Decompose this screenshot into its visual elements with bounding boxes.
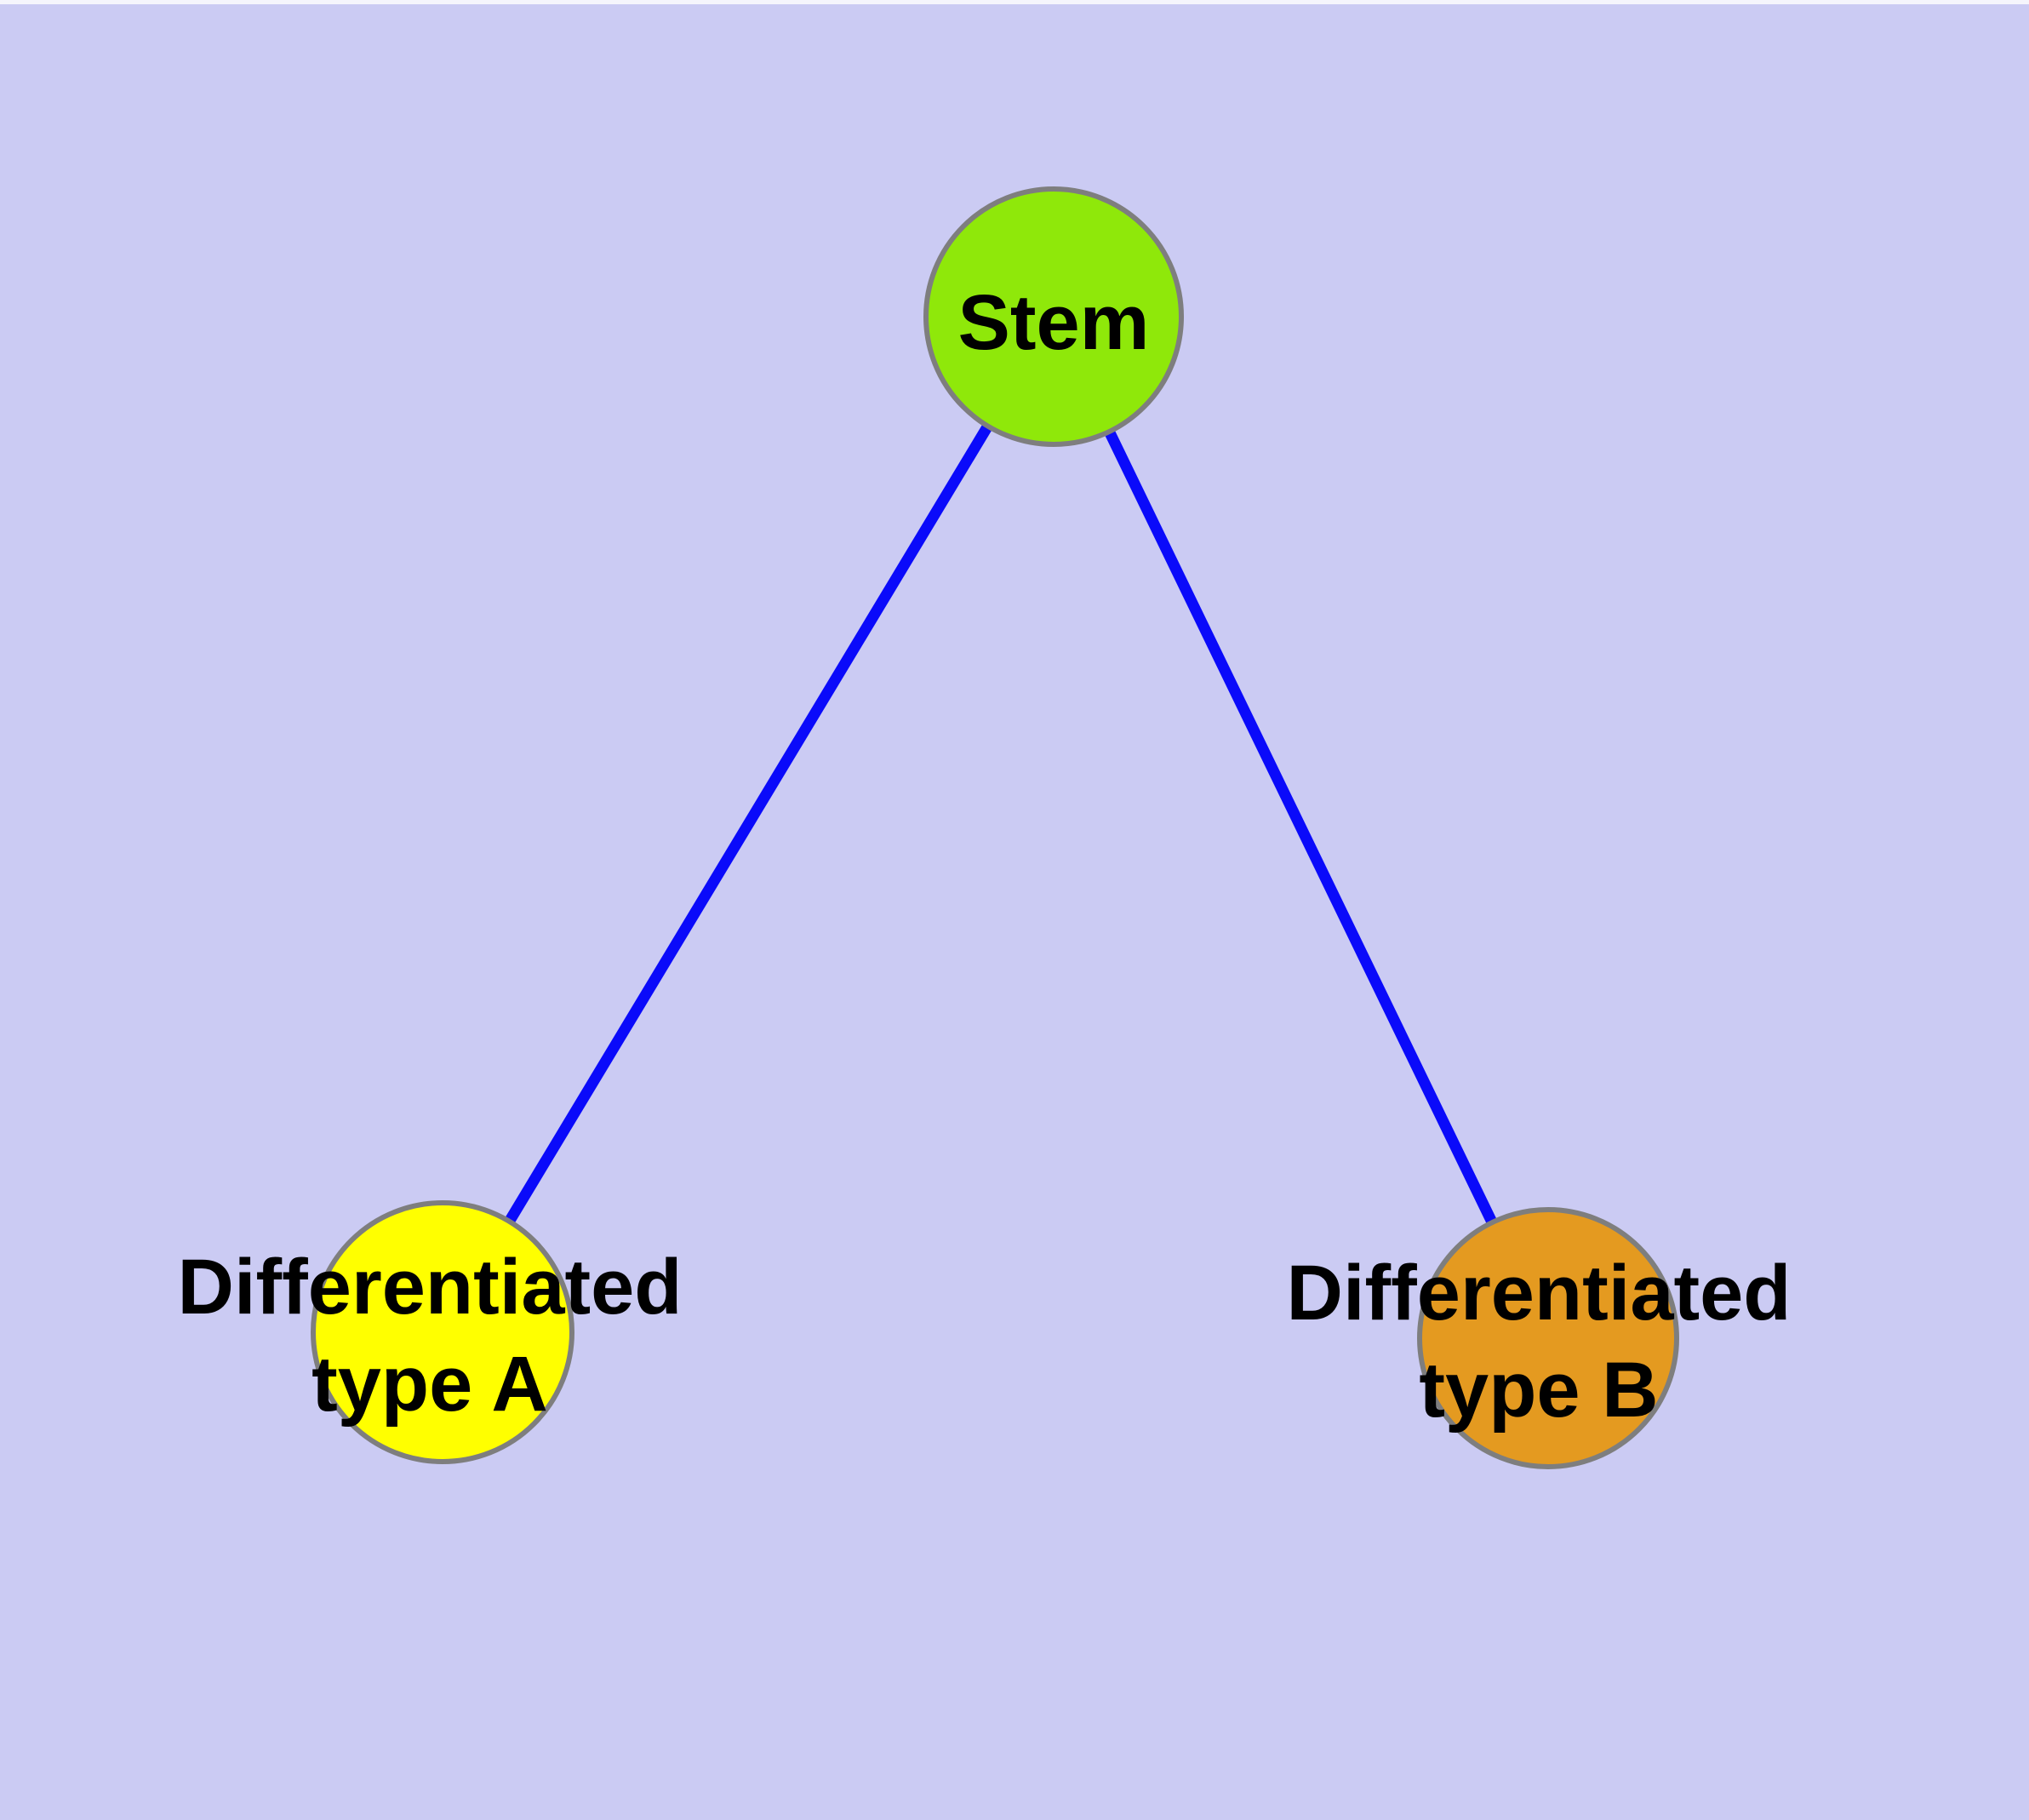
node-differentiated-type-a — [311, 1200, 574, 1464]
node-type-a-label-line-1: Differentiated — [178, 1244, 683, 1331]
node-stem — [923, 186, 1184, 447]
top-edge-strip — [0, 0, 2029, 4]
edge-stem-to-type-a — [437, 313, 1059, 1336]
node-type-b-label-line-1: Differentiated — [1287, 1250, 1792, 1336]
node-differentiated-type-b — [1417, 1207, 1679, 1469]
node-type-a-label-line-2: type A — [311, 1341, 548, 1428]
edge-stem-to-type-b — [1049, 314, 1553, 1341]
node-stem-label: Stem — [958, 279, 1150, 366]
node-type-b-label-line-2: type B — [1419, 1347, 1658, 1434]
